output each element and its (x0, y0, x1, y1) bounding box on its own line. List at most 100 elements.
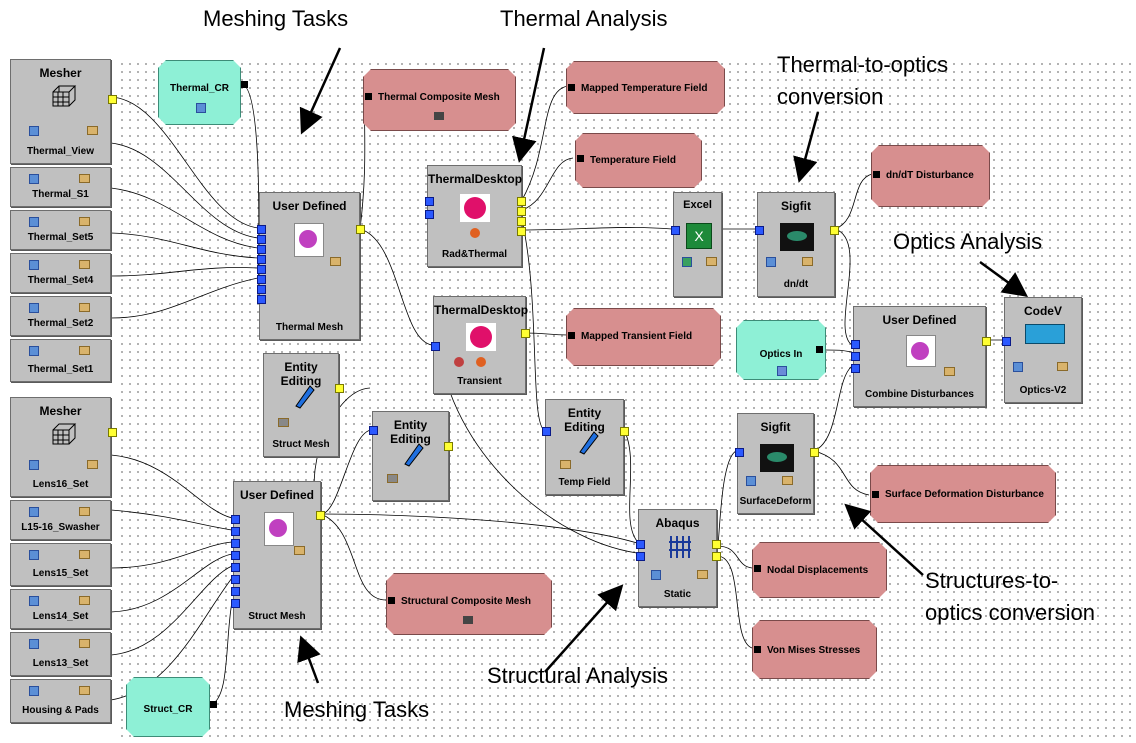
input-port[interactable] (755, 226, 764, 235)
input-port[interactable] (636, 552, 645, 561)
mesher-node-struct[interactable]: Mesher Lens16_Set (10, 397, 117, 497)
output-port[interactable] (982, 337, 991, 346)
source-node[interactable]: Housing & Pads (10, 679, 111, 723)
input-port[interactable] (231, 527, 240, 536)
output-port[interactable] (356, 225, 365, 234)
source-node[interactable]: Lens13_Set (10, 632, 111, 676)
input-port[interactable] (257, 255, 266, 264)
input-port[interactable] (231, 563, 240, 572)
input-port[interactable] (754, 646, 761, 653)
abaqus-node[interactable]: Abaqus Static (638, 509, 717, 607)
von-mises-stresses-node[interactable]: Von Mises Stresses (752, 620, 877, 679)
optics-in-node[interactable]: Optics In (736, 320, 826, 380)
source-node[interactable]: L15-16_Swasher (10, 500, 111, 540)
output-port[interactable] (517, 197, 526, 206)
input-port[interactable] (851, 352, 860, 361)
output-port[interactable] (712, 540, 721, 549)
input-port[interactable] (1002, 337, 1011, 346)
input-port[interactable] (851, 364, 860, 373)
output-port[interactable] (316, 511, 325, 520)
source-node[interactable]: Thermal_Set1 (10, 339, 111, 382)
output-port[interactable] (517, 217, 526, 226)
entity-editing-node-1[interactable]: Entity Editing Struct Mesh (263, 353, 339, 457)
mapped-transient-field-node[interactable]: Mapped Transient Field (566, 308, 721, 366)
input-port[interactable] (231, 587, 240, 596)
sigfit-node-2[interactable]: Sigfit SurfaceDeform (737, 413, 814, 514)
surface-deformation-disturbance-node[interactable]: Surface Deformation Disturbance (870, 465, 1056, 523)
source-node[interactable]: Thermal_Set5 (10, 210, 111, 250)
nodal-displacements-node[interactable]: Nodal Displacements (752, 542, 887, 598)
user-defined-thermal-node[interactable]: User Defined Thermal Mesh (259, 192, 360, 340)
input-port[interactable] (873, 171, 880, 178)
output-port[interactable] (816, 346, 823, 353)
input-port[interactable] (257, 295, 266, 304)
output-port[interactable] (108, 428, 117, 437)
input-port[interactable] (257, 245, 266, 254)
node-name: Static (663, 589, 692, 600)
input-port[interactable] (636, 540, 645, 549)
output-port[interactable] (108, 95, 117, 104)
input-port[interactable] (568, 84, 575, 91)
source-node[interactable]: Thermal_Set4 (10, 253, 111, 293)
node-name: Temp Field (558, 477, 611, 488)
input-port[interactable] (231, 539, 240, 548)
entity-editing-node-2[interactable]: Entity Editing (372, 411, 449, 501)
output-port[interactable] (712, 552, 721, 561)
input-port[interactable] (369, 426, 378, 435)
input-port[interactable] (257, 275, 266, 284)
struct-cr-node[interactable]: Struct_CR (126, 677, 210, 737)
input-port[interactable] (754, 565, 761, 572)
input-port[interactable] (542, 427, 551, 436)
input-port[interactable] (257, 285, 266, 294)
input-port[interactable] (735, 448, 744, 457)
input-port[interactable] (365, 93, 372, 100)
package-icon (697, 570, 708, 579)
input-port[interactable] (425, 197, 434, 206)
input-port[interactable] (231, 599, 240, 608)
input-port[interactable] (671, 226, 680, 235)
thermal-desktop-node-1[interactable]: ThermalDesktop Rad&Thermal (427, 165, 522, 267)
mesher-node-thermal[interactable]: Mesher Thermal_View (10, 59, 117, 164)
source-node[interactable]: Thermal_S1 (10, 167, 111, 207)
input-port[interactable] (425, 210, 434, 219)
input-port[interactable] (431, 342, 440, 351)
output-port[interactable] (620, 427, 629, 436)
output-port[interactable] (444, 442, 453, 451)
input-port[interactable] (568, 332, 575, 339)
output-port[interactable] (241, 81, 248, 88)
output-port[interactable] (335, 384, 344, 393)
mapped-temperature-field-node[interactable]: Mapped Temperature Field (566, 61, 725, 114)
codev-node[interactable]: CodeV Optics-V2 (1004, 297, 1082, 403)
input-port[interactable] (388, 597, 395, 604)
thermal-cr-node[interactable]: Thermal_CR (158, 60, 241, 125)
temperature-field-node[interactable]: Temperature Field (575, 133, 702, 188)
sigfit-node-1[interactable]: Sigfit dn/dt (757, 192, 835, 297)
source-node[interactable]: Thermal_Set2 (10, 296, 111, 336)
source-node[interactable]: Lens14_Set (10, 589, 111, 629)
entity-editing-node-3[interactable]: Entity Editing Temp Field (545, 399, 624, 495)
user-defined-icon (906, 335, 936, 367)
thermal-composite-mesh-node[interactable]: Thermal Composite Mesh (363, 69, 516, 131)
user-defined-combine-node[interactable]: User Defined Combine Disturbances (853, 306, 986, 407)
output-port[interactable] (517, 227, 526, 236)
input-port[interactable] (257, 235, 266, 244)
output-port[interactable] (210, 701, 217, 708)
output-port[interactable] (830, 226, 839, 235)
user-defined-struct-node[interactable]: User Defined Struct Mesh (233, 481, 321, 629)
output-port[interactable] (517, 207, 526, 216)
input-port[interactable] (577, 155, 584, 162)
excel-node[interactable]: Excel X (673, 192, 722, 297)
input-port[interactable] (851, 340, 860, 349)
input-port[interactable] (231, 575, 240, 584)
output-port[interactable] (810, 448, 819, 457)
input-port[interactable] (872, 491, 879, 498)
input-port[interactable] (257, 265, 266, 274)
structural-composite-mesh-node[interactable]: Structural Composite Mesh (386, 573, 552, 635)
input-port[interactable] (231, 551, 240, 560)
input-port[interactable] (257, 225, 266, 234)
dndt-disturbance-node[interactable]: dn/dT Disturbance (871, 145, 990, 207)
source-node[interactable]: Lens15_Set (10, 543, 111, 586)
output-port[interactable] (521, 329, 530, 338)
input-port[interactable] (231, 515, 240, 524)
